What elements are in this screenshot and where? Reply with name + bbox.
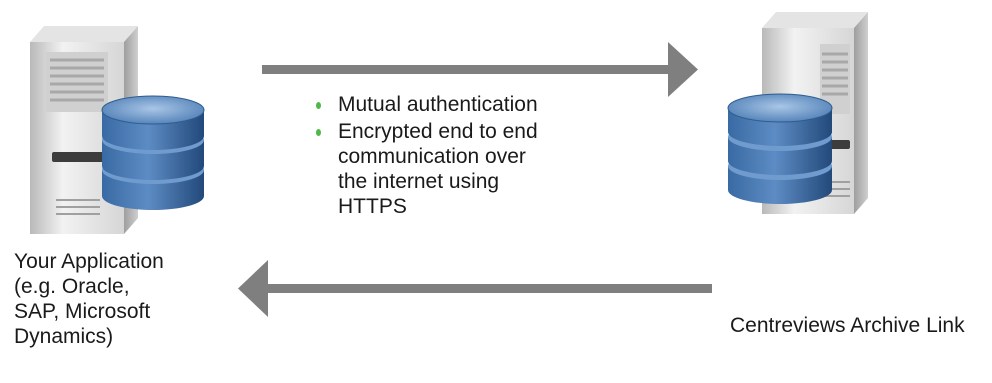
bullet-text-line: Encrypted end to end	[338, 120, 538, 143]
label-line: Your Application	[14, 250, 164, 273]
bullet-text-line: communication over	[338, 145, 526, 168]
bullet-dot-icon	[316, 129, 321, 136]
left-database-icon	[101, 95, 205, 210]
bullet-mutual-authentication: Mutual authentication	[312, 92, 642, 117]
right-server-label: Centreviews Archive Link	[730, 314, 965, 337]
bullet-dot-icon	[316, 102, 321, 109]
label-line: SAP, Microsoft	[14, 300, 151, 323]
bullet-text-line: HTTPS	[338, 195, 407, 218]
right-database-icon	[727, 93, 833, 204]
bullet-text-line: the internet using	[338, 170, 500, 193]
label-line: (e.g. Oracle,	[14, 275, 130, 298]
label-line: Dynamics)	[14, 325, 114, 348]
left-server-label: Your Application (e.g. Oracle, SAP, Micr…	[14, 249, 244, 349]
feature-list: Mutual authentication Encrypted end to e…	[312, 92, 642, 221]
bullet-text: Mutual authentication	[338, 93, 538, 116]
bullet-encrypted-communication: Encrypted end to end communication over …	[312, 119, 642, 219]
arrow-left	[238, 260, 712, 317]
arrow-right	[262, 42, 698, 97]
